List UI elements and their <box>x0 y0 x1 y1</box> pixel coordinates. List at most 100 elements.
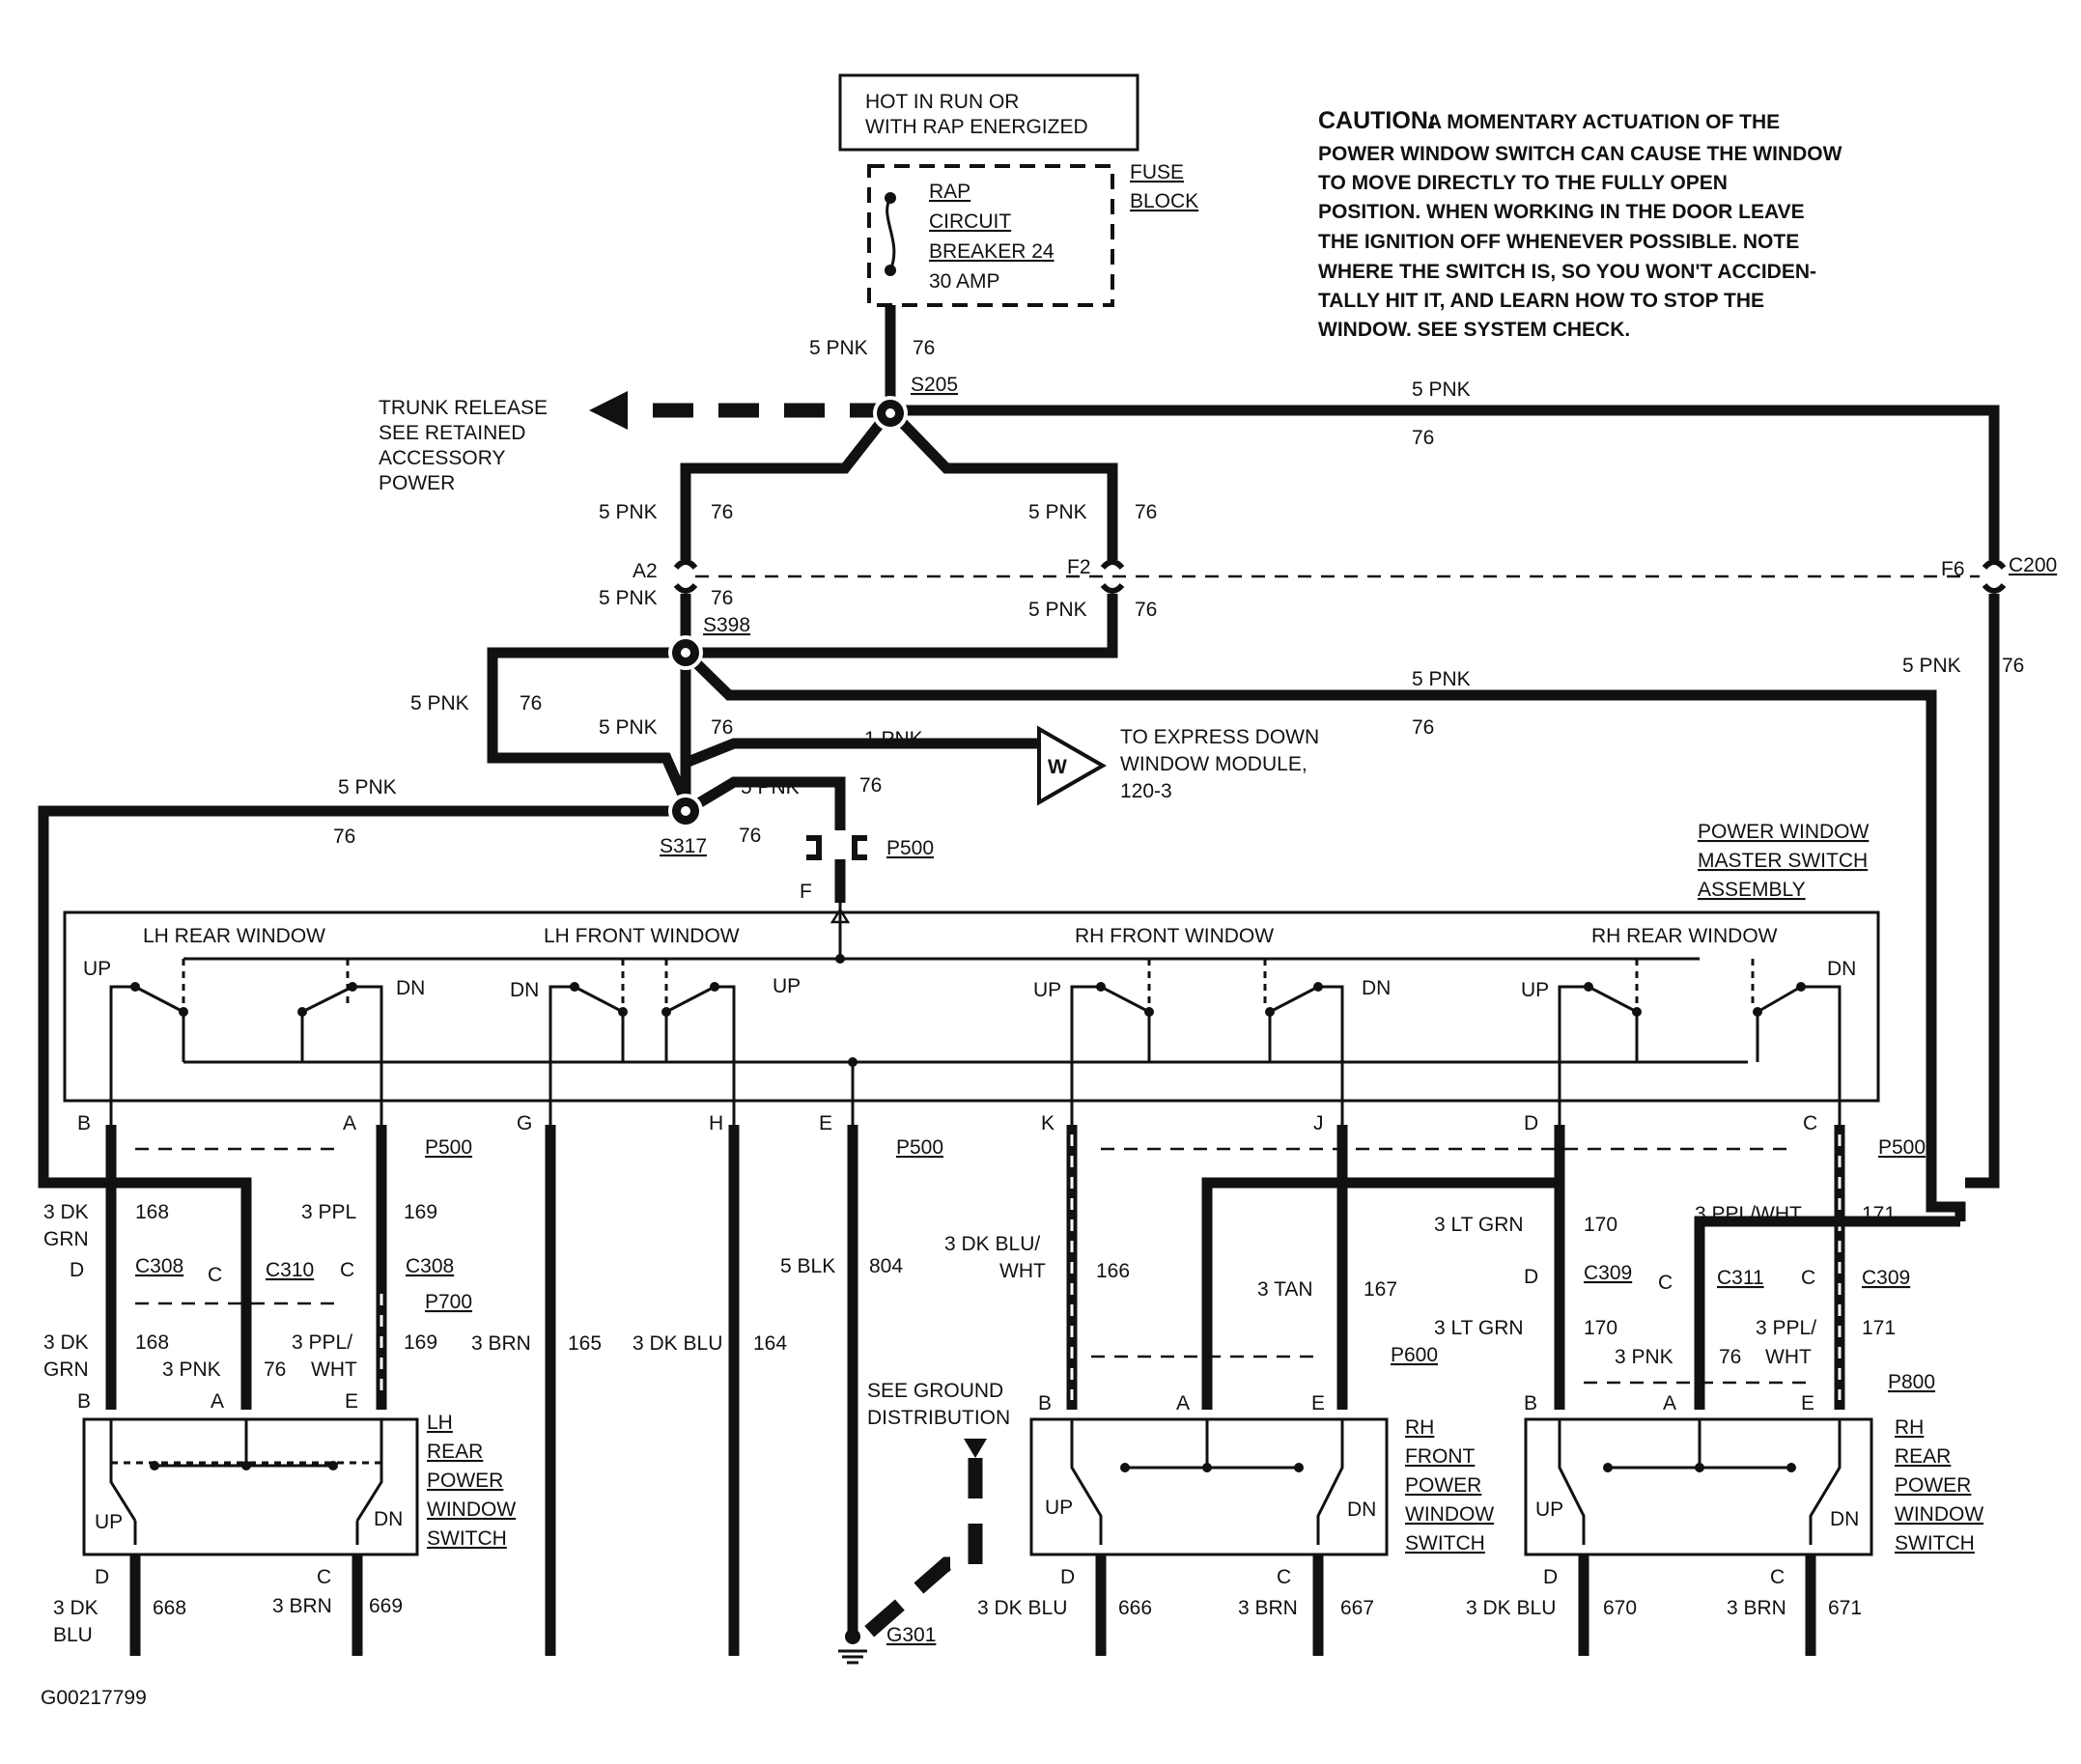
pin-a2: A2 <box>633 560 658 582</box>
wire-label: 5 PNK <box>1412 378 1471 401</box>
pin-d: D <box>1524 1266 1538 1288</box>
circuit-label: 170 <box>1584 1214 1617 1236</box>
wire-label: 3 DK <box>43 1201 89 1223</box>
circuit-label: 76 <box>913 337 935 359</box>
ground-line2: DISTRIBUTION <box>867 1407 1010 1429</box>
wire-label: 3 DK BLU/ <box>944 1233 1040 1255</box>
pin-g: G <box>517 1112 532 1134</box>
splice-label-s317: S317 <box>660 835 707 857</box>
wire-label: WHT <box>999 1260 1046 1282</box>
wire-label: GRN <box>43 1358 89 1381</box>
wire-label: 5 PNK <box>741 776 800 798</box>
power-source-line1: HOT IN RUN OR <box>865 91 1019 113</box>
pin-a: A <box>211 1390 224 1413</box>
wire-s398-loop-left <box>487 647 691 804</box>
wire-label: 3 BRN <box>1238 1597 1298 1619</box>
circuit-label: 76 <box>1412 427 1434 449</box>
dn-label: DN <box>1830 1508 1859 1530</box>
switch-title: REAR <box>1895 1445 1951 1468</box>
wire-label: 5 PNK <box>1902 655 1961 677</box>
pin-e: E <box>1311 1392 1325 1414</box>
splice-label-s398: S398 <box>703 614 750 636</box>
ground-line1: SEE GROUND <box>867 1380 1003 1402</box>
pin-d: D <box>70 1259 84 1281</box>
pin-d: D <box>95 1566 109 1588</box>
up-label: UP <box>1045 1497 1073 1519</box>
pin-d: D <box>1060 1566 1075 1588</box>
wire-express-down <box>683 738 1043 769</box>
pin-f6: F6 <box>1941 558 1965 580</box>
connector-p600: P600 <box>1391 1344 1438 1366</box>
caution-note: CAUTION: A MOMENTARY ACTUATION OF THE PO… <box>1318 107 1842 341</box>
splice-label-s205: S205 <box>911 374 958 396</box>
breaker-line2: CIRCUIT <box>929 210 1011 233</box>
rh-front-window-label: RH FRONT WINDOW <box>1075 925 1274 947</box>
caution-line3: TO MOVE DIRECTLY TO THE FULLY OPEN <box>1318 172 1728 194</box>
connector-c200: C200 <box>2009 554 2057 576</box>
pin-b: B <box>77 1112 91 1134</box>
connector-p500-right: P500 <box>1878 1136 1926 1159</box>
dn-label: DN <box>1347 1498 1376 1521</box>
switch-title: POWER <box>427 1470 503 1492</box>
circuit-label: 76 <box>333 826 355 848</box>
master-title-3: ASSEMBLY <box>1698 879 1806 901</box>
circuit-label: 168 <box>135 1331 169 1354</box>
dn-label: DN <box>396 977 425 999</box>
connector-c311: C311 <box>1717 1267 1764 1289</box>
up-label: UP <box>83 958 111 980</box>
circuit-label: 171 <box>1862 1317 1896 1339</box>
pin-c: C <box>340 1259 354 1281</box>
up-label: UP <box>95 1511 123 1533</box>
express-line1: TO EXPRESS DOWN <box>1120 726 1319 748</box>
pin-d: D <box>1524 1112 1538 1134</box>
wire-label: 5 BLK <box>780 1255 835 1277</box>
connector-p700: P700 <box>425 1291 472 1313</box>
trunk-line3: ACCESSORY <box>379 447 506 469</box>
wire-label: WHT <box>1765 1346 1812 1368</box>
wire-s317-lh-rear-pnk <box>111 1177 252 1410</box>
switch-rh-rear-up: UP <box>1521 959 1642 1125</box>
wire-label: 3 PPL <box>301 1201 356 1223</box>
connector-p500-mid: P500 <box>896 1136 943 1159</box>
trunk-line4: POWER <box>379 472 455 494</box>
arrow-left-icon <box>589 391 628 430</box>
circuit-label: 666 <box>1118 1597 1152 1619</box>
caution-line4: POSITION. WHEN WORKING IN THE DOOR LEAVE <box>1318 201 1805 223</box>
wire-label: 5 PNK <box>410 692 469 714</box>
circuit-label: 76 <box>2002 655 2024 677</box>
pin-d: D <box>1543 1566 1558 1588</box>
power-source-box: HOT IN RUN OR WITH RAP ENERGIZED <box>838 73 1139 152</box>
circuit-label: 165 <box>568 1332 602 1355</box>
circuit-label: 804 <box>869 1255 903 1277</box>
up-label: UP <box>773 975 801 997</box>
wire-label: 3 DK <box>43 1331 89 1354</box>
switch-title: SWITCH <box>1405 1532 1485 1554</box>
wire-s317-left <box>38 805 686 1189</box>
wire-label: 3 DK BLU <box>1466 1597 1556 1619</box>
master-title-2: MASTER SWITCH <box>1698 850 1868 872</box>
wire-f6-down <box>1965 594 2000 1189</box>
wire-label: 3 PNK <box>162 1358 221 1381</box>
up-label: UP <box>1033 979 1061 1001</box>
pin-b: B <box>1038 1392 1052 1414</box>
switch-lh-front-up: UP <box>661 959 801 1125</box>
switch-lh-rear-dn: DN <box>297 959 425 1125</box>
switch-rh-rear-dn: DN <box>1751 958 1856 1125</box>
wire-label: 3 LT GRN <box>1434 1317 1524 1339</box>
rh-front-power-window-switch: UP DN RH FRONT POWER WINDOW SWITCH <box>1029 1416 1494 1556</box>
connector-c309: C309 <box>1584 1262 1632 1284</box>
switch-title: LH <box>427 1412 453 1434</box>
dn-label: DN <box>1827 958 1856 980</box>
fuse-block: RAP CIRCUIT BREAKER 24 30 AMP FUSE BLOCK <box>867 161 1198 307</box>
wire-label: 3 TAN <box>1257 1278 1313 1301</box>
caution-heading: CAUTION: <box>1318 107 1436 134</box>
wire-label: 3 PNK <box>1615 1346 1673 1368</box>
wire-label: 3 BRN <box>272 1595 332 1617</box>
wire-label: 5 PNK <box>599 501 658 523</box>
circuit-label: 76 <box>711 716 733 739</box>
pin-k: K <box>1041 1112 1055 1134</box>
circuit-label: 169 <box>404 1201 437 1223</box>
wire-label: BLU <box>53 1624 93 1646</box>
circuit-label: 76 <box>711 587 733 609</box>
switch-title: WINDOW <box>1895 1503 1983 1526</box>
